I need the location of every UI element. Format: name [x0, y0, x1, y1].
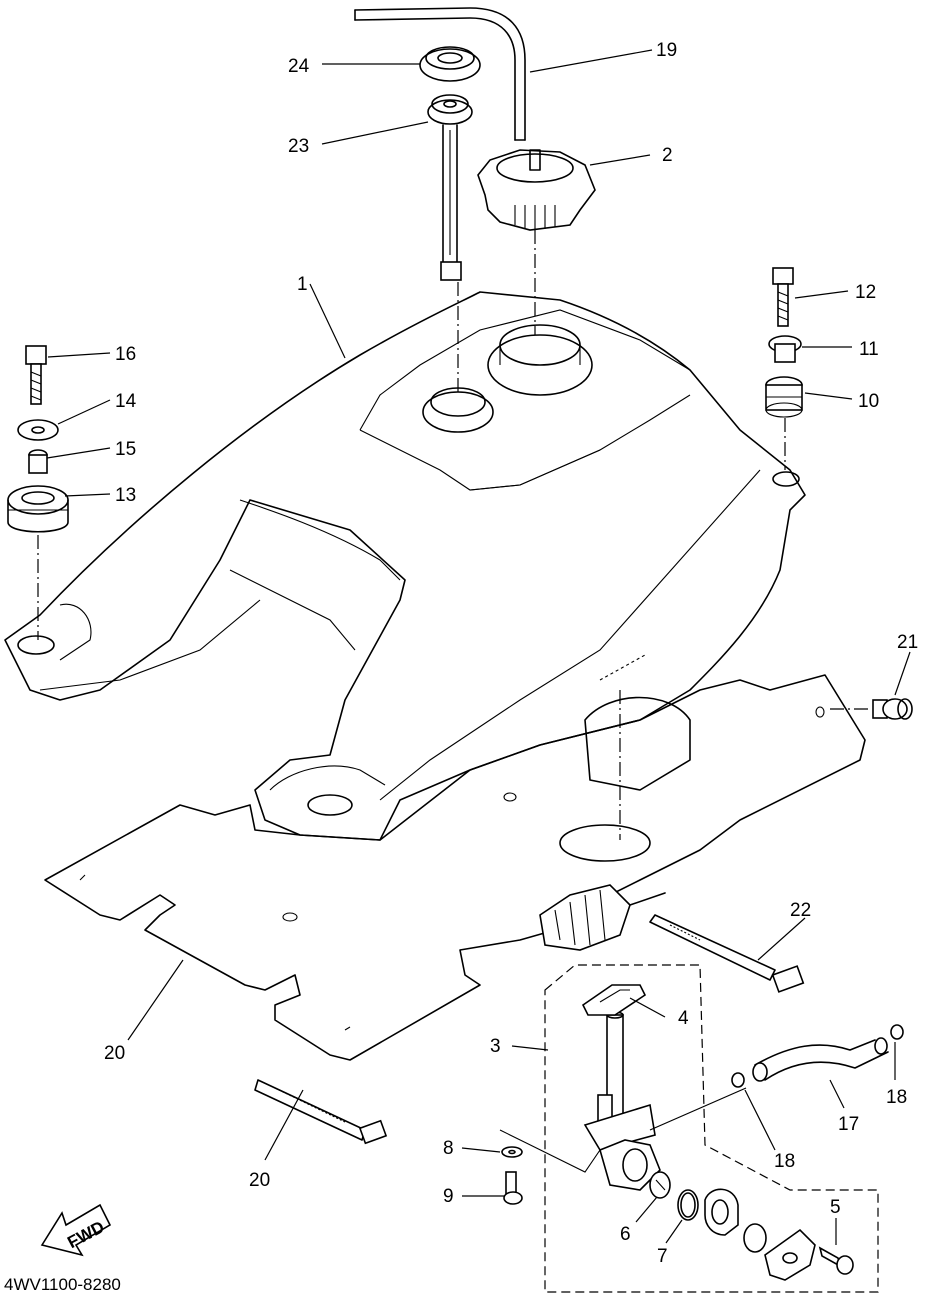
leader-lines — [46, 49, 911, 1245]
bolt-16 — [25, 345, 47, 405]
o-ring-7 — [677, 1189, 699, 1221]
callout-11: 11 — [859, 339, 879, 360]
callout-25: 24 — [288, 56, 310, 77]
alignment-lines — [37, 230, 870, 840]
callout-10: 10 — [858, 391, 879, 412]
diagram-code: 4WV1100-8280 — [4, 1275, 121, 1294]
collar-15 — [28, 449, 48, 474]
cable-tie-23 — [649, 914, 805, 993]
callout-14: 14 — [115, 391, 137, 412]
callout-16: 16 — [115, 344, 136, 365]
cable-tie-21 — [254, 1079, 388, 1145]
callout-9: 9 — [443, 1186, 454, 1207]
callout-18-left: 18 — [774, 1151, 795, 1172]
callout-17: 17 — [838, 1114, 859, 1135]
callout-13: 13 — [115, 485, 136, 506]
clip-18-b — [890, 1024, 904, 1040]
fuel-gauge — [427, 94, 473, 281]
heat-shield-plate — [44, 674, 866, 1061]
damper-13 — [7, 485, 69, 533]
callout-5: 5 — [830, 1197, 841, 1218]
fuel-tank — [4, 291, 806, 841]
gauge-grommet — [419, 46, 481, 82]
callout-8: 8 — [443, 1138, 454, 1159]
o-ring — [743, 1223, 767, 1253]
callout-20: 20 — [104, 1043, 125, 1064]
callout-12: 12 — [855, 282, 876, 303]
clip-18-a — [731, 1072, 745, 1088]
callout-labels: 24 23 19 2 1 12 11 10 16 14 15 13 21 22 … — [104, 40, 918, 1267]
bolt-22 — [872, 698, 913, 720]
screw-9 — [503, 1171, 523, 1205]
washer-14 — [17, 419, 59, 441]
vent-hose — [354, 7, 526, 141]
callout-18-right: 18 — [886, 1087, 907, 1108]
callout-6: 6 — [620, 1224, 631, 1245]
lever — [704, 1188, 739, 1236]
washer-8 — [501, 1146, 523, 1158]
fuel-cock-boundary — [499, 964, 879, 1293]
callout-24: 23 — [288, 136, 309, 157]
callout-21: 20 — [249, 1170, 270, 1191]
callout-4: 4 — [678, 1008, 689, 1029]
screen-6 — [649, 1171, 671, 1199]
callout-3: 3 — [490, 1036, 501, 1057]
plate — [764, 1228, 816, 1281]
seal-4 — [581, 984, 647, 1016]
collar-11 — [768, 335, 802, 363]
bolt-12 — [772, 267, 794, 327]
damper-10 — [765, 376, 803, 418]
screw-5 — [818, 1246, 854, 1275]
callout-15: 15 — [115, 439, 136, 460]
callout-1: 1 — [297, 274, 308, 295]
fuel-cock — [583, 1011, 661, 1191]
callout-7: 7 — [657, 1246, 668, 1267]
fuel-hose — [752, 1037, 889, 1082]
callout-19: 19 — [656, 40, 677, 61]
callout-23: 22 — [790, 900, 811, 921]
fuel-cap — [477, 149, 596, 231]
fwd-arrow: FWD — [40, 1203, 112, 1257]
callout-22: 21 — [897, 632, 918, 653]
callout-2: 2 — [662, 145, 673, 166]
rubber-boot — [539, 884, 666, 951]
